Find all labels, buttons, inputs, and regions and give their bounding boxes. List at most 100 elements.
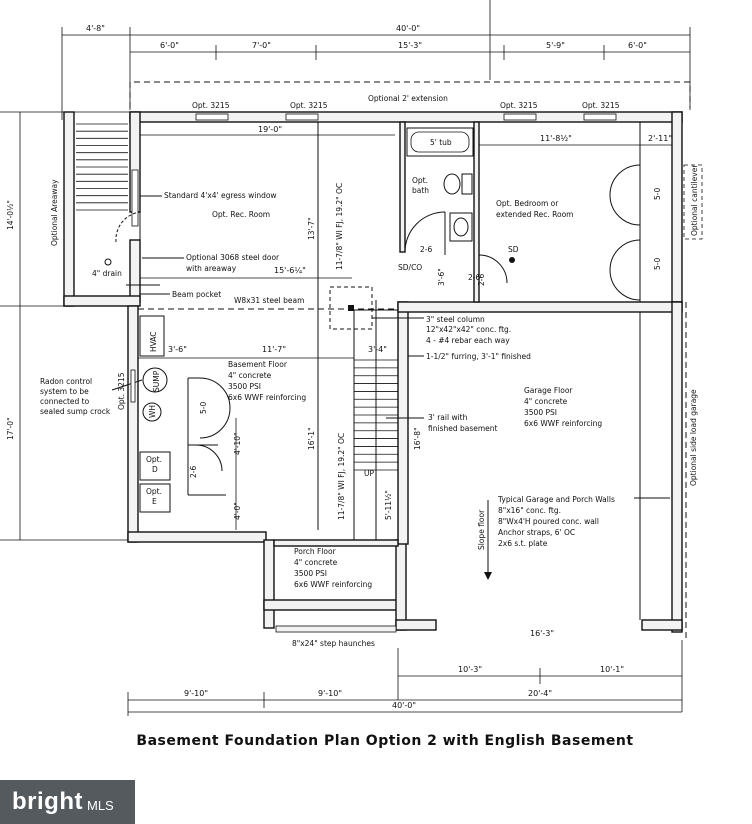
bedroom-label: Opt. Bedroom or: [496, 199, 559, 208]
opt-e-label-2: E: [152, 497, 157, 506]
drain-label: 4" drain: [92, 269, 122, 278]
porch-wwf: 6x6 WWF reinforcing: [294, 580, 372, 589]
porch-floor-label: Porch Floor: [294, 547, 337, 556]
basement-psi: 3500 PSI: [228, 382, 261, 391]
dim-top-overall: 40'-0": [396, 24, 420, 33]
door-50-c: 5-0: [199, 402, 208, 414]
sink-icon: [449, 212, 473, 242]
smoke-detector-icon: [509, 257, 515, 263]
dim-garage-seg-2: 10'-1": [600, 665, 624, 674]
door-26-b: 2-6: [468, 273, 480, 282]
steel-door-label: Optional 3068 steel door: [186, 253, 280, 262]
garage-concrete: 4" concrete: [524, 397, 568, 406]
window-side-label: Opt. 3215: [117, 372, 126, 410]
dim-basement-width: 11'-7": [262, 345, 286, 354]
garage-floor-label: Garage Floor: [524, 386, 573, 395]
door-50-b: 5-0: [653, 258, 662, 270]
areaway-label: Optional Areaway: [50, 179, 59, 246]
plan-title: Basement Foundation Plan Option 2 with E…: [136, 733, 634, 749]
hvac-label: HVAC: [149, 331, 158, 352]
basement-area: HVAC 3'-6" 11'-7" Basement Floor 4" conc…: [40, 315, 354, 530]
rail-label-2: finished basement: [428, 424, 498, 433]
dim-bottom-overall: 40'-0": [392, 701, 416, 710]
dim-top-seg-4: 5'-9": [546, 41, 565, 50]
garage-walls-1: Typical Garage and Porch Walls: [497, 495, 615, 504]
steel-column-label: 3" steel column: [426, 315, 485, 324]
dim-bath: 3'-6": [437, 268, 446, 286]
joists-rec-label: 11-7/8" WI FJ, 19.2" OC: [335, 183, 344, 270]
porch: Porch Floor 4" concrete 3500 PSI 6x6 WWF…: [275, 547, 397, 648]
window-label-1: Opt. 3215: [192, 101, 230, 110]
furring-label: 1-1/2" furring, 3'-1" finished: [426, 352, 531, 361]
dim-basement-depth: 16'-1": [307, 427, 316, 450]
sump-icon: [142, 367, 168, 393]
dim-closet-a: 4'-10": [233, 432, 242, 455]
top-dimension-lines: 4'-8" 40'-0" 6'-0" 7'-0" 15'-3" 5'-9" 6'…: [61, 0, 691, 120]
opt-extension-label: Optional 2' extension: [368, 94, 448, 103]
dim-left-upper: 14'-0½": [6, 200, 15, 230]
water-heater-icon: [142, 402, 162, 422]
basement-floor-label: Basement Floor: [228, 360, 288, 369]
door-26-d: 2-6: [189, 466, 198, 478]
bedroom-label-2: extended Rec. Room: [496, 210, 574, 219]
dim-bottom-seg-2: 9'-10": [318, 689, 342, 698]
dim-top-seg-5: 6'-0": [628, 41, 647, 50]
dim-areaway-width: 4'-8": [86, 24, 105, 33]
bottom-dimension-lines: 10'-3" 10'-1" 9'-10" 9'-10" 20'-4" 40'-0…: [127, 640, 683, 716]
garage-wwf: 6x6 WWF reinforcing: [524, 419, 602, 428]
garage-psi: 3500 PSI: [524, 408, 557, 417]
dim-left-lower: 17'-0": [6, 417, 15, 440]
opt-d-label: Opt.: [146, 455, 162, 464]
bath: 5' tub Opt. bath 2-6 SD/CO 2-6 3'-6": [398, 121, 480, 303]
dim-closet-b: 4'-0": [233, 502, 242, 520]
dim-bottom-seg-1: 9'-10": [184, 689, 208, 698]
garage: Garage Floor 4" concrete 3500 PSI 6x6 WW…: [477, 302, 698, 640]
top-windows: Opt. 3215 Opt. 3215 Opt. 3215 Opt. 3215: [192, 101, 620, 121]
rec-room-label: Opt. Rec. Room: [212, 210, 270, 219]
radon-4: sealed sump crock: [40, 407, 111, 416]
dim-top-seg-1: 6'-0": [160, 41, 179, 50]
wh-label: WH: [148, 405, 157, 418]
basement-concrete: 4" concrete: [228, 371, 272, 380]
slope-floor-label: Slope floor: [477, 509, 486, 550]
door-50-a: 5-0: [653, 188, 662, 200]
sump-label: SUMP: [152, 370, 161, 392]
optional-extension: Optional 2' extension: [129, 81, 691, 108]
drain-icon: [104, 258, 112, 266]
dim-beam-length: 15'-6¼": [274, 266, 306, 275]
beam-pocket-label: Beam pocket: [172, 290, 221, 299]
dim-garage-seg-1: 10'-3": [458, 665, 482, 674]
steel-beam-label: W8x31 steel beam: [234, 296, 304, 305]
opt-e-label: Opt.: [146, 487, 162, 496]
bright-mls-logo: bright MLS: [0, 780, 135, 824]
dim-garage-door: 16'-3": [530, 629, 554, 638]
radon-1: Radon control: [40, 377, 92, 386]
window-label-4: Opt. 3215: [582, 101, 620, 110]
tub-label: 5' tub: [430, 138, 452, 147]
toilet-icon: [443, 173, 461, 195]
areaway-stairs: Optional Areaway 4" drain: [50, 123, 160, 286]
steel-column: 3" steel column 12"x42"x42" conc. ftg. 4…: [329, 286, 511, 345]
dim-stair-bottom: 5'-11½": [384, 490, 393, 520]
dim-top-seg-3: 15'-3": [398, 41, 422, 50]
porch-psi: 3500 PSI: [294, 569, 327, 578]
opt-bath-label: Opt.: [412, 176, 428, 185]
basement-wwf: 6x6 WWF reinforcing: [228, 393, 306, 402]
with-areaway-label: with areaway: [186, 264, 237, 273]
joists-basement-label: 11-7/8" WI FJ, 19.2" OC: [337, 433, 346, 520]
opt-bath-label-2: bath: [412, 186, 429, 195]
window-label-3: Opt. 3215: [500, 101, 538, 110]
rebar-label: 4 - #4 rebar each way: [426, 336, 510, 345]
rail-label: 3' rail with: [428, 413, 468, 422]
sd-label: SD: [508, 245, 519, 254]
garage-walls-4: Anchor straps, 6' OC: [498, 528, 575, 537]
radon-3: connected to: [40, 397, 90, 406]
garage-walls-2: 8"x16" conc. ftg.: [498, 506, 561, 515]
door-26-c: 2-6: [477, 274, 486, 286]
garage-walls-3: 8"Wx4'H poured conc. wall: [498, 517, 599, 526]
basement-stairs: 3'-4" 1-1/2" furring, 3'-1" finished 16'…: [353, 300, 531, 541]
logo-suffix: MLS: [86, 797, 114, 813]
bedroom: 11'-8½" 2'-11" 5-0 5-0 Opt. Bedroom or e…: [477, 122, 703, 302]
logo-brand: bright: [12, 788, 83, 815]
